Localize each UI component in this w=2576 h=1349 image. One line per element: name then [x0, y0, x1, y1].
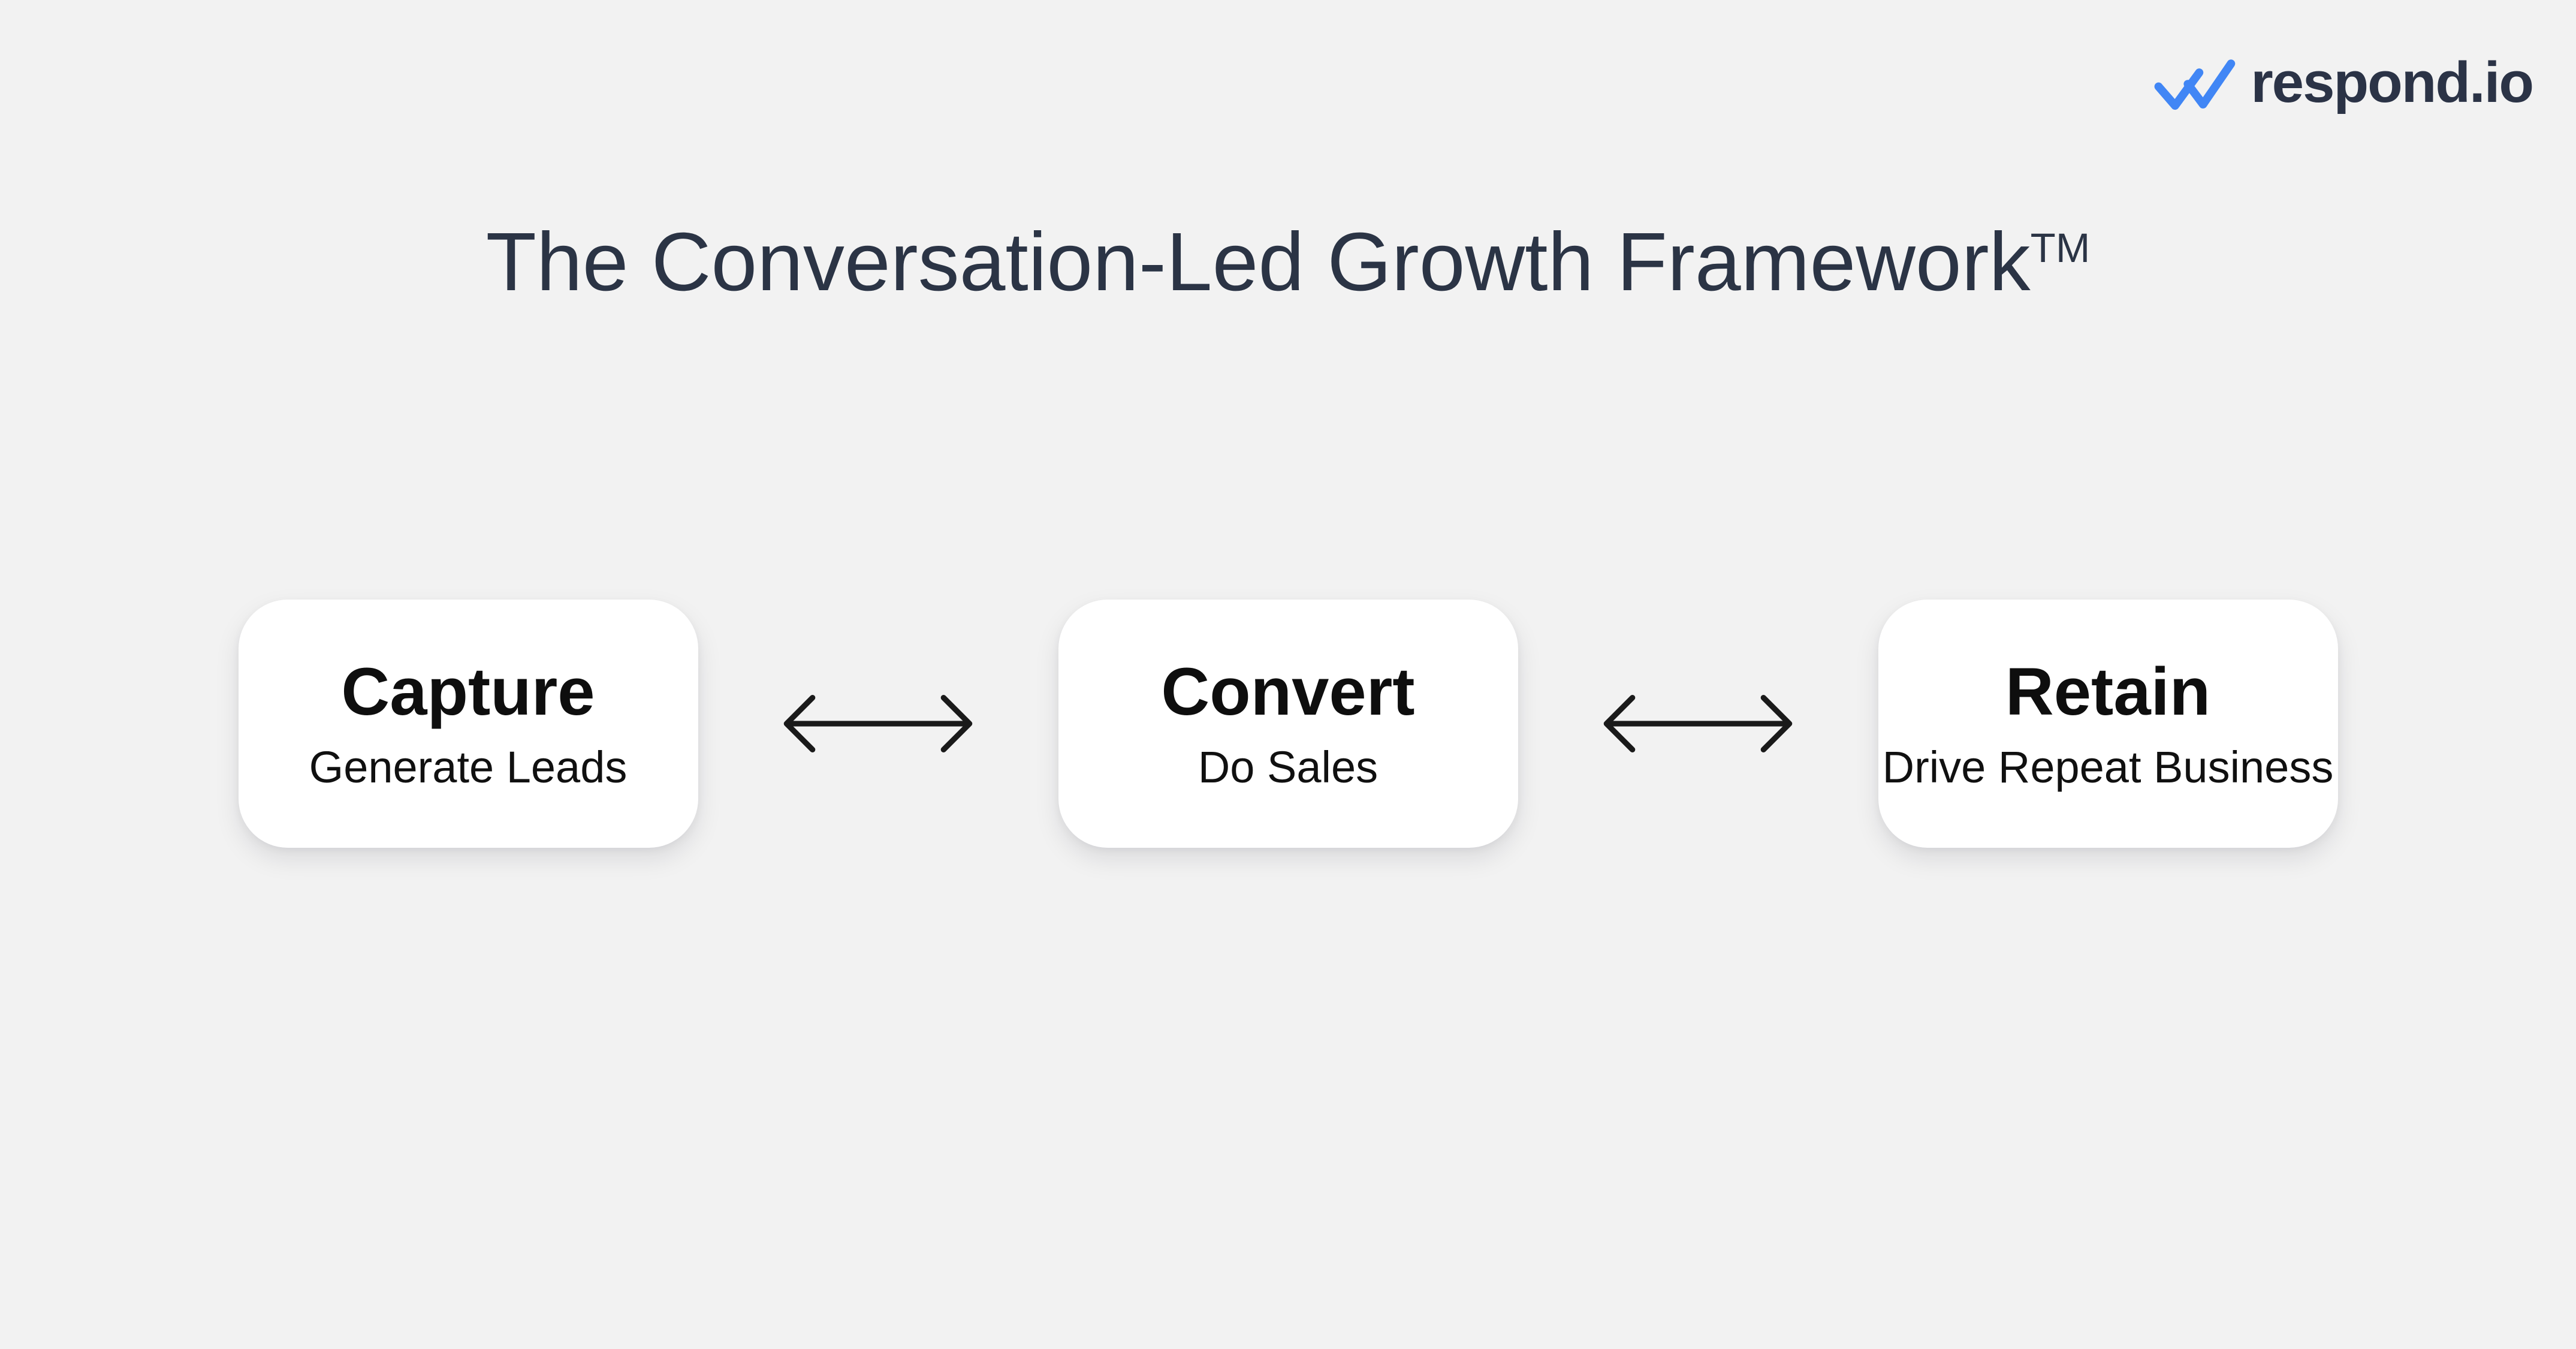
- step-card-convert: Convert Do Sales: [1058, 600, 1518, 848]
- trademark-superscript: TM: [2030, 225, 2091, 272]
- connector-capture-convert: [698, 692, 1058, 755]
- step-title: Capture: [341, 654, 595, 730]
- step-card-capture: Capture Generate Leads: [238, 600, 698, 848]
- step-title: Retain: [2005, 654, 2211, 730]
- brand-logo: respond.io: [2153, 50, 2534, 115]
- flow-diagram: Capture Generate Leads Convert Do Sales …: [0, 600, 2576, 848]
- step-card-retain: Retain Drive Repeat Business: [1878, 600, 2338, 848]
- step-subtitle: Generate Leads: [309, 742, 628, 792]
- step-subtitle: Do Sales: [1197, 742, 1379, 792]
- connector-convert-retain: [1518, 692, 1878, 755]
- step-subtitle: Drive Repeat Business: [1882, 742, 2334, 792]
- page-title-text: The Conversation-Led Growth Framework: [485, 216, 2031, 308]
- brand-logo-text: respond.io: [2251, 50, 2534, 115]
- double-arrow-icon: [1603, 695, 1793, 752]
- step-title: Convert: [1161, 654, 1415, 730]
- double-arrow-icon: [783, 695, 973, 752]
- double-checkmark-icon: [2154, 59, 2236, 110]
- page-title: The Conversation-Led Growth FrameworkTM: [0, 216, 2576, 308]
